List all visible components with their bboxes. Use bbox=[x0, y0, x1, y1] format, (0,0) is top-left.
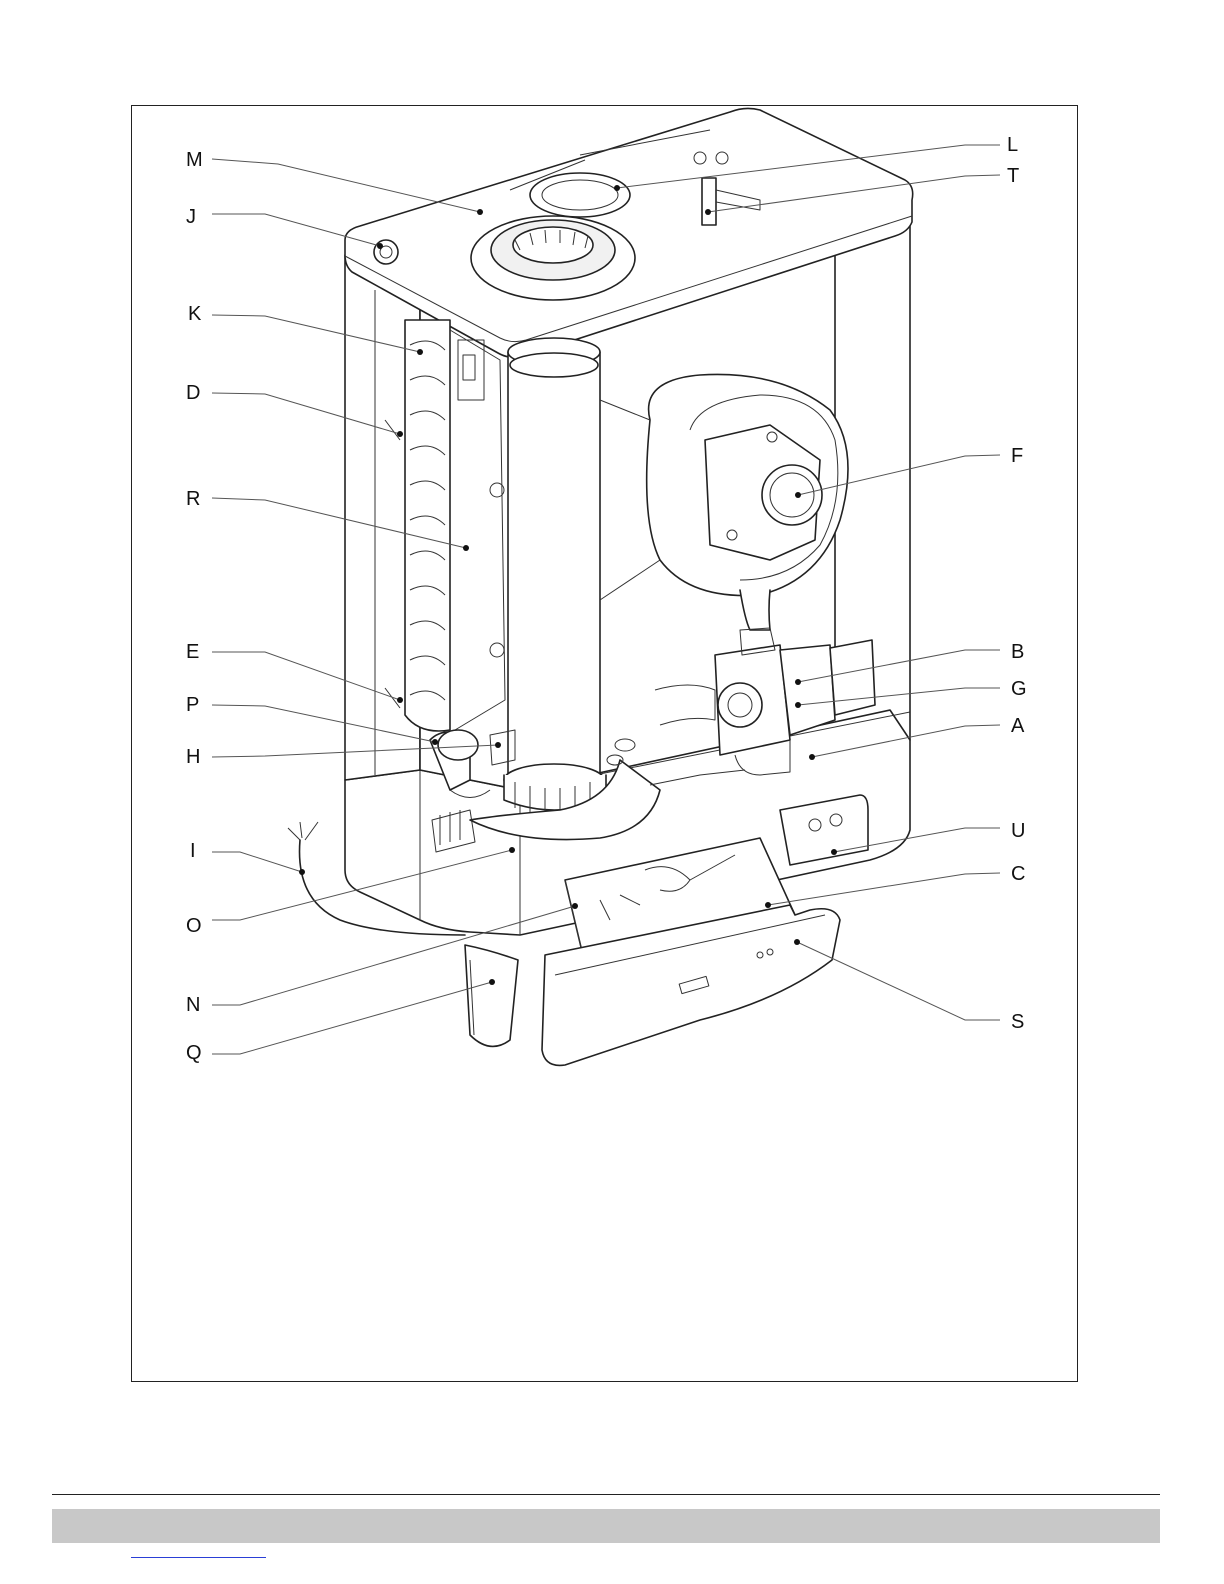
callout-P: P bbox=[186, 694, 199, 716]
leader-dot-P bbox=[432, 739, 438, 745]
callout-O: O bbox=[186, 915, 202, 937]
footer-rule bbox=[52, 1494, 1160, 1495]
leader-dot-R bbox=[463, 545, 469, 551]
leader-dot-N bbox=[572, 903, 578, 909]
callout-E: E bbox=[186, 641, 199, 663]
leader-C bbox=[768, 873, 1000, 905]
leader-dot-K bbox=[417, 349, 423, 355]
footer-bar bbox=[52, 1509, 1160, 1543]
leader-dot-A bbox=[809, 754, 815, 760]
leader-dot-U bbox=[831, 849, 837, 855]
callout-G: G bbox=[1011, 678, 1027, 700]
leader-dot-H bbox=[495, 742, 501, 748]
leader-dot-T bbox=[705, 209, 711, 215]
leader-dot-J bbox=[377, 243, 383, 249]
leader-I bbox=[212, 852, 302, 872]
leader-dot-M bbox=[477, 209, 483, 215]
leader-dot-F bbox=[795, 492, 801, 498]
flue-pipe bbox=[504, 338, 606, 814]
callout-U: U bbox=[1011, 820, 1025, 842]
leader-dot-G bbox=[795, 702, 801, 708]
callout-Q: Q bbox=[186, 1042, 202, 1064]
callout-F: F bbox=[1011, 445, 1023, 467]
callout-A: A bbox=[1011, 715, 1025, 737]
callout-J: J bbox=[186, 206, 196, 228]
callout-H: H bbox=[186, 746, 200, 768]
leader-dot-B bbox=[795, 679, 801, 685]
footer-link-underline[interactable] bbox=[131, 1557, 266, 1558]
callout-N: N bbox=[186, 994, 200, 1016]
leader-dot-S bbox=[794, 939, 800, 945]
leader-dot-O bbox=[509, 847, 515, 853]
leader-dot-D bbox=[397, 431, 403, 437]
callout-D: D bbox=[186, 382, 200, 404]
leader-dot-I bbox=[299, 869, 305, 875]
callout-L: L bbox=[1007, 134, 1018, 156]
leader-Q bbox=[212, 982, 492, 1054]
leader-dot-Q bbox=[489, 979, 495, 985]
callout-B: B bbox=[1011, 641, 1024, 663]
callout-I: I bbox=[190, 840, 196, 862]
leader-dot-E bbox=[397, 697, 403, 703]
callout-R: R bbox=[186, 488, 200, 510]
callout-S: S bbox=[1011, 1011, 1024, 1033]
fan-assembly bbox=[600, 374, 848, 630]
callout-K: K bbox=[188, 303, 202, 325]
callout-T: T bbox=[1007, 165, 1019, 187]
leader-dot-C bbox=[765, 902, 771, 908]
callout-M: M bbox=[186, 149, 203, 171]
leader-dot-L bbox=[614, 185, 620, 191]
callout-C: C bbox=[1011, 863, 1025, 885]
